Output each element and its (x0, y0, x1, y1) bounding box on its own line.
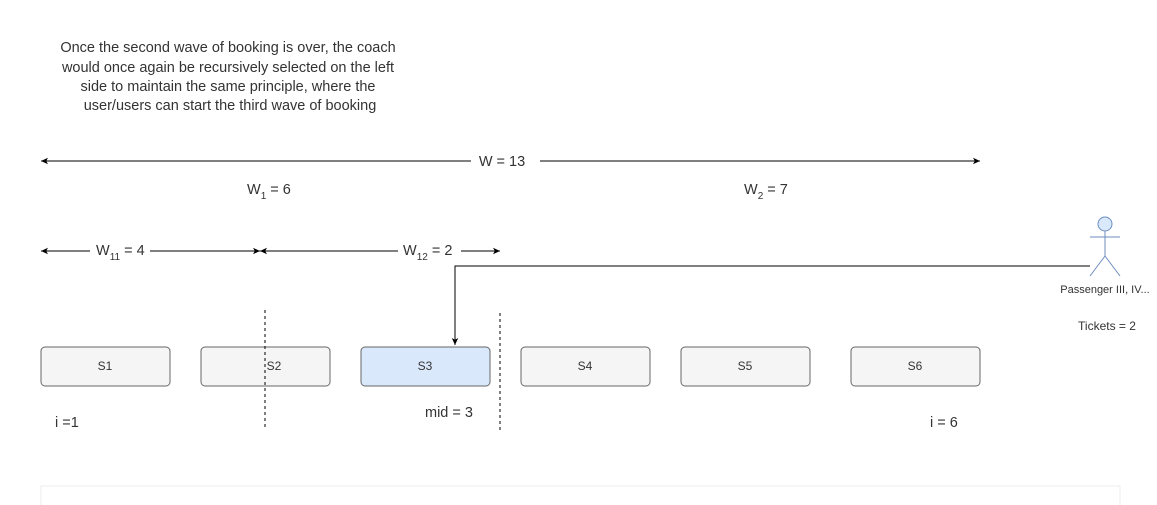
passenger-tickets: Tickets = 2 (1078, 319, 1136, 333)
seat-s3[interactable] (360, 346, 491, 387)
seat-s4-label: S4 (578, 359, 593, 373)
seat-s1-label: S1 (98, 359, 113, 373)
w1-label: W1 = 6 (247, 182, 291, 202)
end-index-label: i = 6 (930, 415, 958, 431)
seat-row: S1 S2 S3 S4 S5 S6 (40, 346, 981, 387)
stick-figure-actor-icon (1089, 216, 1121, 277)
w2-label: W2 = 7 (744, 182, 788, 202)
caption-line-3: side to maintain the same principle, whe… (80, 79, 375, 95)
w11-label: W11 = 4 (96, 243, 145, 263)
seat-s4[interactable] (520, 346, 651, 387)
seat-s5[interactable] (680, 346, 811, 387)
caption: Once the second wave of booking is over,… (60, 40, 399, 114)
seat-s2-label: S2 (267, 359, 282, 373)
bottom-panel (40, 485, 1121, 505)
w12-label: W12 = 2 (403, 243, 452, 263)
start-index-label: i =1 (55, 415, 79, 431)
caption-line-4: user/users can start the third wave of b… (84, 98, 377, 114)
total-width-label: W = 13 (479, 154, 525, 170)
seat-s3-label: S3 (418, 359, 433, 373)
mid-index-label: mid = 3 (425, 405, 473, 421)
caption-line-1: Once the second wave of booking is over,… (60, 40, 395, 56)
seat-s6[interactable] (850, 346, 981, 387)
seat-s1[interactable] (40, 346, 171, 387)
caption-line-2: would once again be recursively selected… (61, 60, 394, 76)
seat-s5-label: S5 (738, 359, 753, 373)
passenger-to-seat-connector (451, 265, 1090, 345)
seat-s6-label: S6 (908, 359, 923, 373)
passenger-name: Passenger III, IV... (1060, 284, 1149, 296)
